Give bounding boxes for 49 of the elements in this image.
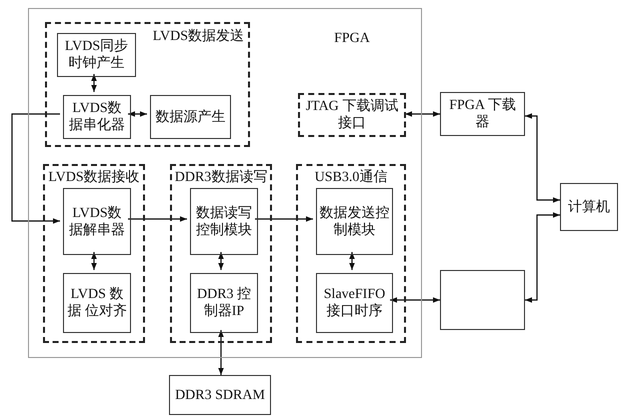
module-group bbox=[43, 164, 145, 343]
arrow bbox=[11, 113, 60, 224]
module-group bbox=[45, 22, 250, 147]
process-box bbox=[316, 188, 393, 255]
arrow bbox=[91, 74, 97, 92]
module-group bbox=[296, 164, 406, 343]
process-box bbox=[63, 188, 131, 255]
box-label: DDR3 SDRAM bbox=[174, 386, 266, 404]
box-label: 数据读写控制模块 bbox=[195, 204, 253, 238]
box-label: LVDS 数据 位对齐 bbox=[66, 286, 128, 320]
chip-boundary bbox=[28, 8, 422, 358]
group-title: USB3.0通信 bbox=[314, 169, 388, 186]
arrow bbox=[128, 111, 147, 117]
box-label: LVDS数据解串器 bbox=[68, 204, 126, 238]
arrow bbox=[255, 216, 313, 222]
process-box bbox=[190, 273, 258, 333]
box-label: LVDS同步时钟产生 bbox=[64, 38, 130, 72]
arrow bbox=[128, 216, 187, 222]
box-label: JTAG 下载调试接口 bbox=[304, 98, 400, 132]
module-group bbox=[170, 164, 272, 343]
arrow bbox=[349, 252, 355, 270]
box-label: SlaveFIFO 接口时序 bbox=[322, 286, 386, 320]
arrow bbox=[525, 212, 560, 303]
process-box bbox=[169, 375, 271, 415]
box-label: 计算机 bbox=[567, 198, 611, 216]
box-label: 数据源产生 bbox=[154, 108, 226, 126]
box-label: LVDS数据串化器 bbox=[68, 100, 126, 134]
process-box bbox=[150, 95, 231, 139]
group-title: FPGA bbox=[333, 30, 371, 47]
process-box bbox=[63, 273, 131, 333]
box-label: 数据发送控制模块 bbox=[318, 204, 390, 238]
group-title: DDR3数据读写 bbox=[174, 169, 268, 186]
group-title: LVDS数据接收 bbox=[48, 169, 140, 186]
arrow bbox=[525, 113, 560, 203]
box-label: DDR3 控制器IP bbox=[196, 286, 252, 320]
box-label: FPGA 下载器 bbox=[448, 97, 517, 131]
group-title: LVDS数据发送 bbox=[152, 28, 244, 45]
arrow bbox=[405, 111, 440, 117]
interface-box bbox=[298, 93, 406, 137]
process-box bbox=[57, 33, 136, 77]
arrow bbox=[218, 330, 224, 375]
arrow bbox=[390, 297, 440, 303]
arrow bbox=[218, 252, 224, 270]
device-box bbox=[440, 270, 525, 330]
process-box bbox=[440, 92, 525, 136]
process-box bbox=[560, 183, 618, 231]
process-box bbox=[316, 273, 393, 333]
process-box bbox=[190, 188, 258, 255]
arrow bbox=[91, 252, 97, 270]
